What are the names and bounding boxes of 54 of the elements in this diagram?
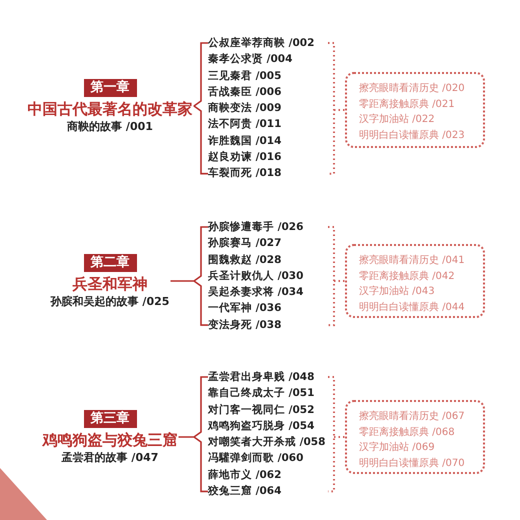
- brace: [170, 226, 209, 326]
- section-title: 孙膑赛马 /027: [208, 236, 282, 252]
- brace: [178, 376, 209, 492]
- dotted-bracket: [327, 42, 346, 175]
- section-title: 法不阿贵 /011: [208, 117, 282, 132]
- section-title: 鸡鸣狗盗巧脱身 /054: [208, 418, 316, 434]
- section-title: 车裂而死 /018: [208, 166, 282, 182]
- section-title: 赵良劝谏 /016: [208, 150, 282, 166]
- dotted-box: [345, 244, 485, 318]
- section-title: 舌战秦臣 /006: [208, 84, 282, 100]
- section-title: 对嘲笑者大开杀戒 /058: [208, 435, 326, 450]
- section-title: 冯驩弹剑而歌 /060: [208, 451, 304, 466]
- section-title: 对门客一视同仁 /052: [208, 402, 316, 418]
- section-title: 商鞅变法 /009: [208, 100, 282, 116]
- feature-item: 汉字加油站 /022: [359, 112, 436, 127]
- section-title: 一代军神 /036: [208, 301, 282, 316]
- dotted-bracket: [327, 226, 346, 326]
- section-title: 兵圣计败仇人 /030: [208, 268, 304, 284]
- section-title: 孟尝君出身卑贱 /048: [208, 370, 316, 385]
- chapter-subtitle: 孙膑和吴起的故事 /025: [50, 294, 170, 310]
- feature-item: 汉字加油站 /043: [359, 284, 436, 299]
- chapter-title: 兵圣和军神: [72, 274, 148, 294]
- chapter-badge: 第二章: [84, 254, 136, 272]
- section-title: 孙膑惨遭毒手 /026: [208, 220, 304, 235]
- chapter-title: 鸡鸣狗盗与狡兔三窟: [42, 430, 178, 450]
- feature-item: 零距离接触原典 /021: [359, 98, 456, 112]
- chapter-title: 中国古代最著名的改革家: [26, 99, 194, 119]
- section-title: 变法身死 /038: [208, 318, 282, 333]
- feature-item: 明明白白读懂原典 /023: [359, 128, 466, 142]
- dotted-box: [345, 72, 485, 148]
- feature-item: 汉字加油站 /069: [359, 440, 436, 455]
- dotted-bracket: [327, 376, 346, 492]
- chapter-subtitle: 孟尝君的故事 /047: [60, 450, 160, 466]
- section-title: 吴起杀妻求将 /034: [208, 285, 304, 300]
- chapter-badge: 第一章: [84, 79, 136, 97]
- chapter-badge: 第三章: [84, 410, 136, 428]
- feature-item: 明明白白读懂原典 /070: [359, 456, 466, 470]
- section-title: 狡兔三窟 /064: [208, 484, 282, 500]
- section-title: 秦孝公求贤 /004: [208, 52, 294, 68]
- section-title: 围魏救赵 /028: [208, 252, 282, 268]
- feature-item: 零距离接触原典 /068: [359, 426, 456, 440]
- feature-item: 擦亮眼睛看清历史 /020: [359, 82, 466, 96]
- brace: [192, 42, 209, 174]
- feature-item: 擦亮眼睛看清历史 /041: [359, 254, 466, 268]
- section-title: 诈胜魏国 /014: [208, 134, 282, 149]
- section-title: 公叔座举荐商鞅 /002: [208, 36, 316, 51]
- section-title: 靠自己终成太子 /051: [208, 386, 316, 402]
- dotted-box: [345, 400, 485, 474]
- feature-item: 明明白白读懂原典 /044: [359, 300, 466, 314]
- section-title: 三见秦君 /005: [208, 68, 282, 84]
- chapter-subtitle: 商鞅的故事 /001: [66, 119, 154, 135]
- feature-item: 零距离接触原典 /042: [359, 270, 456, 284]
- section-title: 薛地市义 /062: [208, 468, 282, 483]
- feature-item: 擦亮眼睛看清历史 /067: [359, 410, 466, 424]
